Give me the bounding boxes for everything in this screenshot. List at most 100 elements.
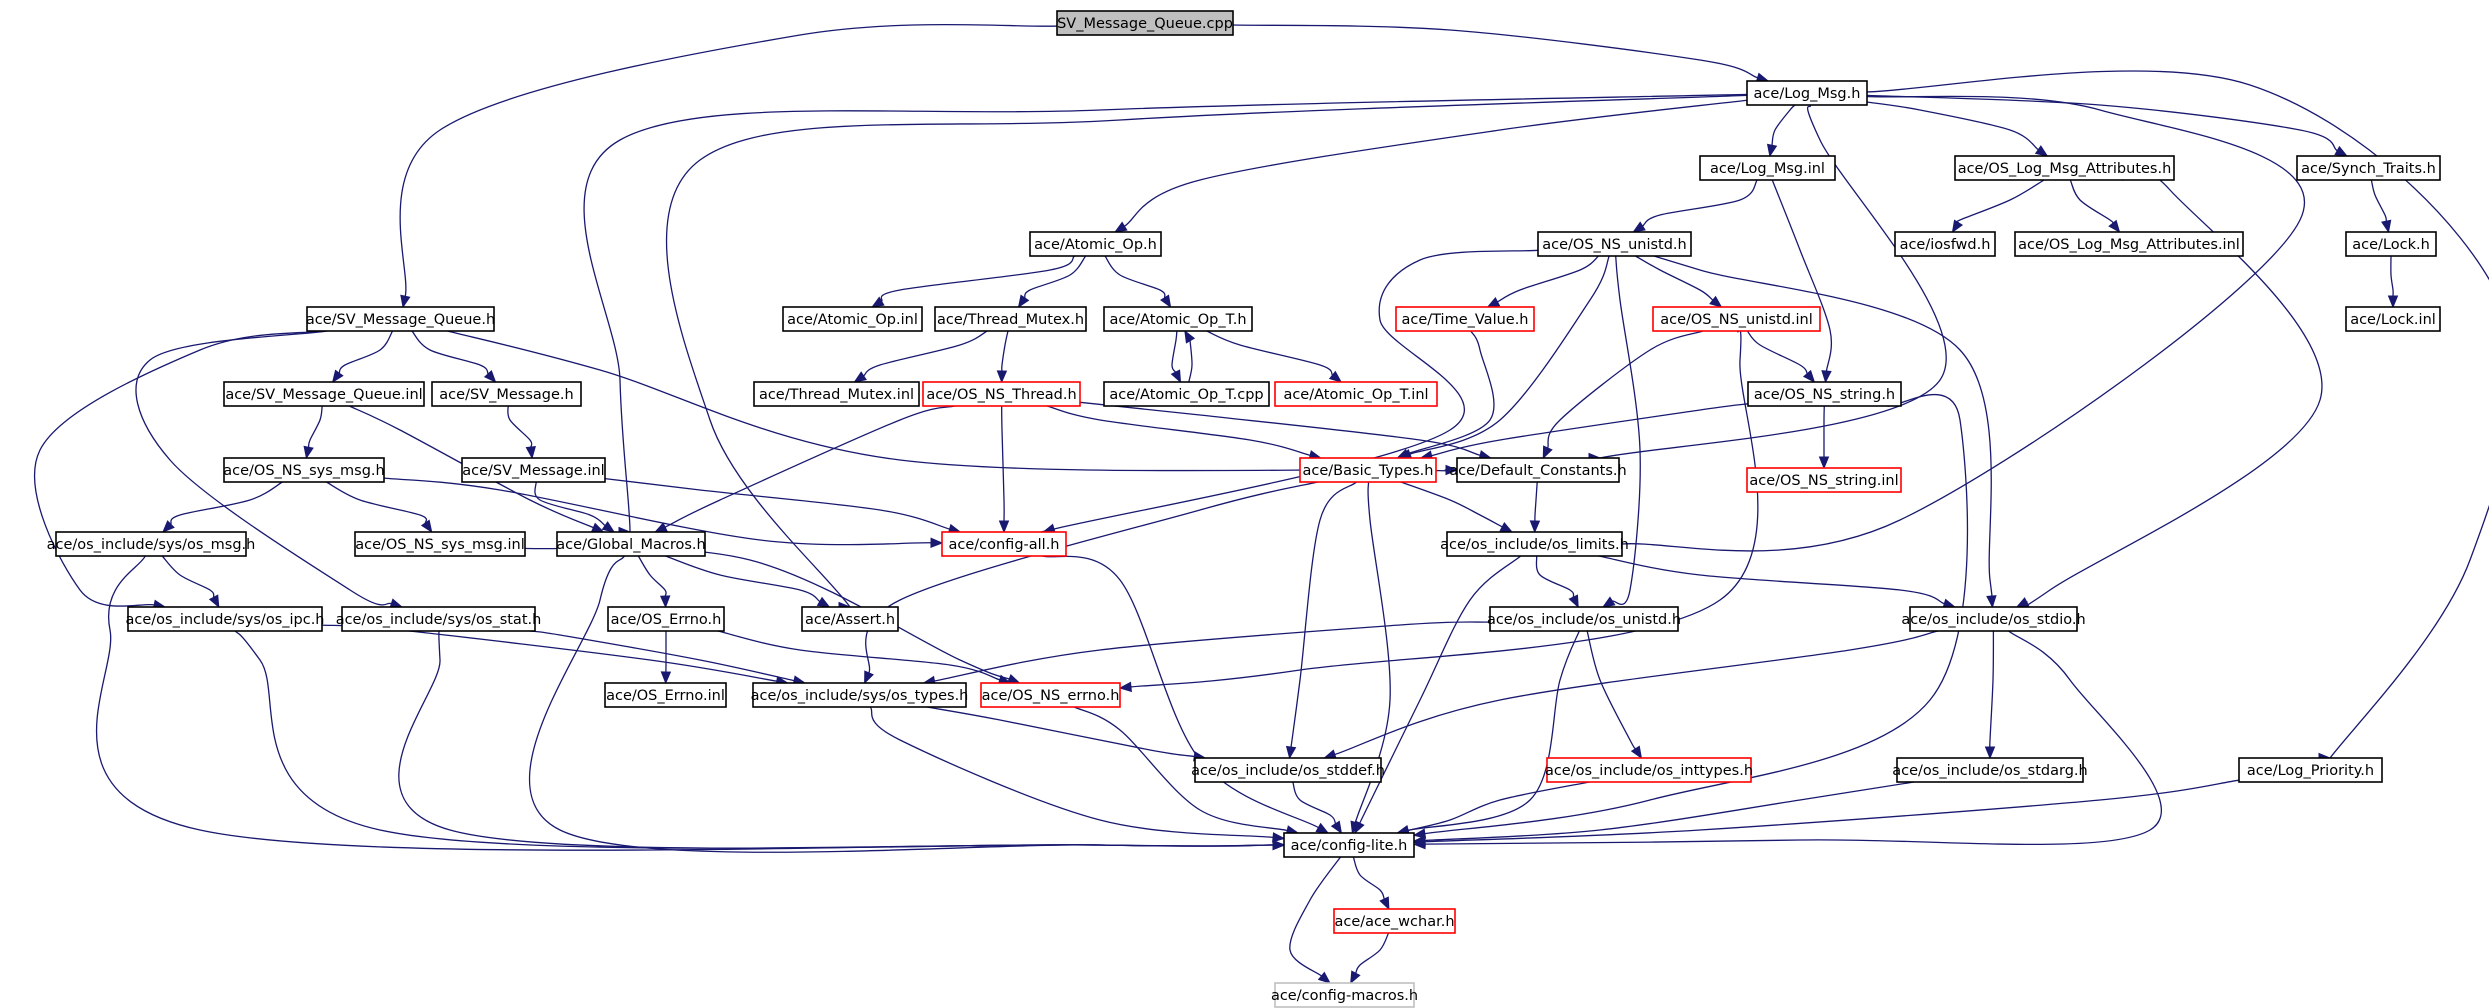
edge-arrowhead <box>1272 832 1286 843</box>
edge-arrowhead <box>1818 456 1830 470</box>
node-ace-os-include-sys-os-stat-h[interactable]: ace/os_include/sys/os_stat.h <box>336 606 542 632</box>
edge-arrowhead <box>1709 295 1723 308</box>
node-ace-global-macros-h[interactable]: ace/Global_Macros.h <box>556 531 706 557</box>
node-ace-os-include-os-stdarg-h[interactable]: ace/os_include/os_stdarg.h <box>1892 757 2088 783</box>
node-ace-lock-inl[interactable]: ace/Lock.inl <box>2345 306 2441 332</box>
edge-osnsunistd_inl-to-osnsstring_h <box>1746 330 1816 384</box>
edge-line <box>880 255 1075 302</box>
edge-osnsunistd_h-to-timevalue <box>1486 255 1600 308</box>
node-ace-os-include-os-stddef-h[interactable]: ace/os_include/os_stddef.h <box>1191 757 1385 783</box>
node-ace-config-lite-h[interactable]: ace/config-lite.h <box>1283 832 1415 858</box>
edge-arrowhead <box>2015 597 2030 608</box>
node-ace-basic-types-h[interactable]: ace/Basic_Types.h <box>1299 457 1437 483</box>
node-ace-os-log-msg-attributes-inl[interactable]: ace/OS_Log_Msg_Attributes.inl <box>2014 231 2244 257</box>
node-ace-thread-mutex-inl[interactable]: ace/Thread_Mutex.inl <box>753 381 920 407</box>
edge-logmsg_h-to-atomic_h <box>1113 99 1748 233</box>
node-ace-config-all-h[interactable]: ace/config-all.h <box>941 531 1067 557</box>
node-ace-sv-message-queue-inl[interactable]: ace/SV_Message_Queue.inl <box>223 381 425 407</box>
node-ace-os-ns-sys-msg-h[interactable]: ace/OS_NS_sys_msg.h <box>223 457 385 483</box>
node-ace-ace-wchar-h[interactable]: ace/ace_wchar.h <box>1333 908 1456 934</box>
node-ace-sv-message-queue-h[interactable]: ace/SV_Message_Queue.h <box>306 306 495 332</box>
edge-line <box>529 630 795 682</box>
edge-line <box>524 547 1010 680</box>
edge-line <box>1635 255 1714 301</box>
node-ace-os-include-os-inttypes-h[interactable]: ace/os_include/os_inttypes.h <box>1545 757 1753 783</box>
node-ace-os-ns-string-inl[interactable]: ace/OS_NS_string.inl <box>1746 467 1902 493</box>
edge-arrowhead <box>1984 746 1996 760</box>
node-ace-atomic-op-h[interactable]: ace/Atomic_Op.h <box>1029 231 1162 257</box>
node-ace-os-include-os-limits-h[interactable]: ace/os_include/os_limits.h <box>1440 531 1629 557</box>
node-box <box>354 531 526 557</box>
edge-arrowhead <box>1529 520 1541 534</box>
edge-line <box>1206 330 1334 376</box>
node-ace-sv-message-h[interactable]: ace/SV_Message.h <box>431 381 582 407</box>
edge-arrowhead <box>1412 828 1427 839</box>
edge-atomict_cpp-to-atomict_h <box>1184 329 1196 383</box>
node-label: ace/Atomic_Op.inl <box>787 312 918 328</box>
edge-arrowhead <box>1630 745 1643 760</box>
node-ace-atomic-op-inl[interactable]: ace/Atomic_Op.inl <box>782 306 923 332</box>
node-ace-os-include-sys-os-ipc-h[interactable]: ace/os_include/sys/os_ipc.h <box>125 606 325 632</box>
node-ace-os-include-os-stdio-h[interactable]: ace/os_include/os_stdio.h <box>1901 606 2086 632</box>
node-ace-atomic-op-t-cpp[interactable]: ace/Atomic_Op_T.cpp <box>1103 381 1270 407</box>
node-box <box>1333 908 1456 934</box>
edge-line <box>1232 24 1758 79</box>
edge-basictypes-to-osstddef <box>1285 481 1357 760</box>
node-ace-log-msg-h[interactable]: ace/Log_Msg.h <box>1746 80 1868 106</box>
node-ace-sv-message-inl[interactable]: ace/SV_Message.inl <box>461 457 606 483</box>
node-ace-thread-mutex-h[interactable]: ace/Thread_Mutex.h <box>934 306 1087 332</box>
node-ace-os-include-sys-os-msg-h[interactable]: ace/os_include/sys/os_msg.h <box>47 531 256 557</box>
edge-line <box>1079 401 1481 456</box>
node-label: ace/OS_NS_sys_msg.h <box>223 463 384 479</box>
node-ace-os-errno-h[interactable]: ace/OS_Errno.h <box>607 606 725 632</box>
node-box <box>1746 467 1902 493</box>
edge-arrowhead <box>1542 445 1553 460</box>
node-ace-log-priority-h[interactable]: ace/Log_Priority.h <box>2238 757 2383 783</box>
node-ace-synch-traits-h[interactable]: ace/Synch_Traits.h <box>2296 155 2441 181</box>
edge-arrowhead <box>1184 329 1196 344</box>
node-ace-config-macros-h[interactable]: ace/config-macros.h <box>1271 982 1418 1008</box>
node-ace-lock-h[interactable]: ace/Lock.h <box>2345 231 2437 257</box>
node-ace-time-value-h[interactable]: ace/Time_Value.h <box>1395 306 1535 332</box>
node-box <box>1894 231 1996 257</box>
edge-arrowhead <box>1354 820 1365 835</box>
edge-line <box>1292 781 1337 825</box>
node-label: ace/OS_NS_string.h <box>1754 387 1895 403</box>
edge-arrowhead <box>1601 596 1616 608</box>
edge-arrowhead <box>998 520 1010 534</box>
edge-line <box>507 405 533 448</box>
node-ace-iosfwd-h[interactable]: ace/iosfwd.h <box>1894 231 1996 257</box>
node-ace-os-include-os-unistd-h[interactable]: ace/os_include/os_unistd.h <box>1487 606 1681 632</box>
node-box <box>1954 155 2175 181</box>
edge-line <box>1598 555 1945 605</box>
edge-arrowhead <box>871 296 885 308</box>
node-ace-atomic-op-t-h[interactable]: ace/Atomic_Op_T.h <box>1103 306 1253 332</box>
edge-line <box>1355 932 1390 974</box>
node-ace-os-log-msg-attributes-h[interactable]: ace/OS_Log_Msg_Attributes.h <box>1954 155 2175 181</box>
edge-arrowhead <box>1632 221 1646 233</box>
node-ace-os-errno-inl[interactable]: ace/OS_Errno.inl <box>604 682 727 708</box>
edge-line <box>1866 94 2338 152</box>
edge-arrowhead <box>1499 521 1514 533</box>
node-box <box>1747 381 1902 407</box>
edge-arrowhead <box>1330 820 1343 835</box>
edge-globalmacros-to-assert <box>665 555 831 608</box>
node-ace-os-ns-unistd-inl[interactable]: ace/OS_NS_unistd.inl <box>1652 306 1821 332</box>
node-ace-os-ns-sys-msg-inl[interactable]: ace/OS_NS_sys_msg.inl <box>354 531 526 557</box>
node-ace-os-ns-errno-h[interactable]: ace/OS_NS_errno.h <box>980 682 1121 708</box>
node-ace-assert-h[interactable]: ace/Assert.h <box>801 606 899 632</box>
edge-line <box>926 706 1195 758</box>
edge-line <box>1024 255 1087 299</box>
edge-oslma_h-to-iosfwd <box>1951 179 2045 234</box>
edge-arrowhead <box>303 445 314 460</box>
node-ace-os-include-sys-os-types-h[interactable]: ace/os_include/sys/os_types.h <box>751 682 969 708</box>
node-label: ace/Default_Constants.h <box>1449 463 1626 479</box>
node-ace-os-ns-string-h[interactable]: ace/OS_NS_string.h <box>1747 381 1902 407</box>
node-box <box>782 306 923 332</box>
node-ace-atomic-op-t-inl[interactable]: ace/Atomic_Op_T.inl <box>1274 381 1438 407</box>
node-ace-os-ns-unistd-h[interactable]: ace/OS_NS_unistd.h <box>1537 231 1692 257</box>
node-ace-log-msg-inl[interactable]: ace/Log_Msg.inl <box>1699 155 1836 181</box>
node-ace-default-constants-h[interactable]: ace/Default_Constants.h <box>1449 457 1627 483</box>
node-ace-os-ns-thread-h[interactable]: ace/OS_NS_Thread.h <box>922 381 1081 407</box>
node-label: ace/os_include/sys/os_stat.h <box>336 612 542 628</box>
